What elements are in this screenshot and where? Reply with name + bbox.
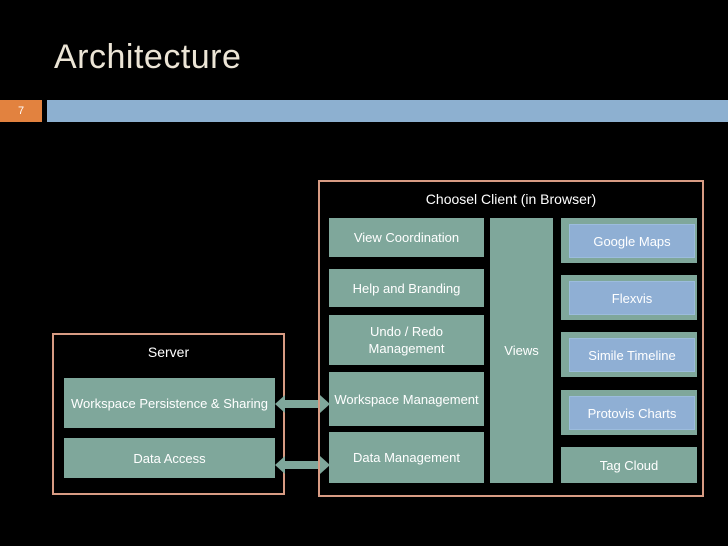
client-box-data-management[interactable]: Data Management <box>329 432 484 483</box>
client-widget-protovis-charts[interactable]: Protovis Charts <box>569 396 695 430</box>
arrow-head-left-icon <box>275 456 285 474</box>
server-box-data-access[interactable]: Data Access <box>64 438 275 478</box>
client-box-workspace-management[interactable]: Workspace Management <box>329 372 484 426</box>
client-box-view-coordination[interactable]: View Coordination <box>329 218 484 257</box>
client-widget-slot-protovis-charts[interactable]: Protovis Charts <box>561 390 697 435</box>
arrow-shaft <box>284 400 321 408</box>
arrow-head-right-icon <box>320 456 330 474</box>
client-group-label: Choosel Client (in Browser) <box>425 191 597 207</box>
page-title: Architecture <box>54 38 242 76</box>
header-rule: 7 <box>0 100 728 122</box>
client-widget-flexvis[interactable]: Flexvis <box>569 281 695 315</box>
client-group: Choosel Client (in Browser) View Coordin… <box>318 180 704 497</box>
arrow-head-left-icon <box>275 395 285 413</box>
client-widget-simile-timeline[interactable]: Simile Timeline <box>569 338 695 372</box>
client-widget-google-maps[interactable]: Google Maps <box>569 224 695 258</box>
connector-data-access-to-data-management <box>275 456 330 474</box>
server-group: Server Workspace Persistence & Sharing D… <box>52 333 285 495</box>
arrow-shaft <box>284 461 321 469</box>
server-box-workspace-persistence-sharing[interactable]: Workspace Persistence & Sharing <box>64 378 275 428</box>
client-widget-slot-simile-timeline[interactable]: Simile Timeline <box>561 332 697 377</box>
arrow-head-right-icon <box>320 395 330 413</box>
connector-workspace-persistence-to-workspace-management <box>275 395 330 413</box>
client-widget-slot-flexvis[interactable]: Flexvis <box>561 275 697 320</box>
client-widget-slot-google-maps[interactable]: Google Maps <box>561 218 697 263</box>
server-group-label: Server <box>147 344 190 360</box>
client-box-undo-redo-management[interactable]: Undo / Redo Management <box>329 315 484 365</box>
client-widget-tag-cloud[interactable]: Tag Cloud <box>561 447 697 483</box>
client-column-views[interactable]: Views <box>490 218 553 483</box>
client-box-help-and-branding[interactable]: Help and Branding <box>329 269 484 307</box>
slide-number-badge: 7 <box>0 100 42 122</box>
header-accent-bar <box>47 100 728 122</box>
